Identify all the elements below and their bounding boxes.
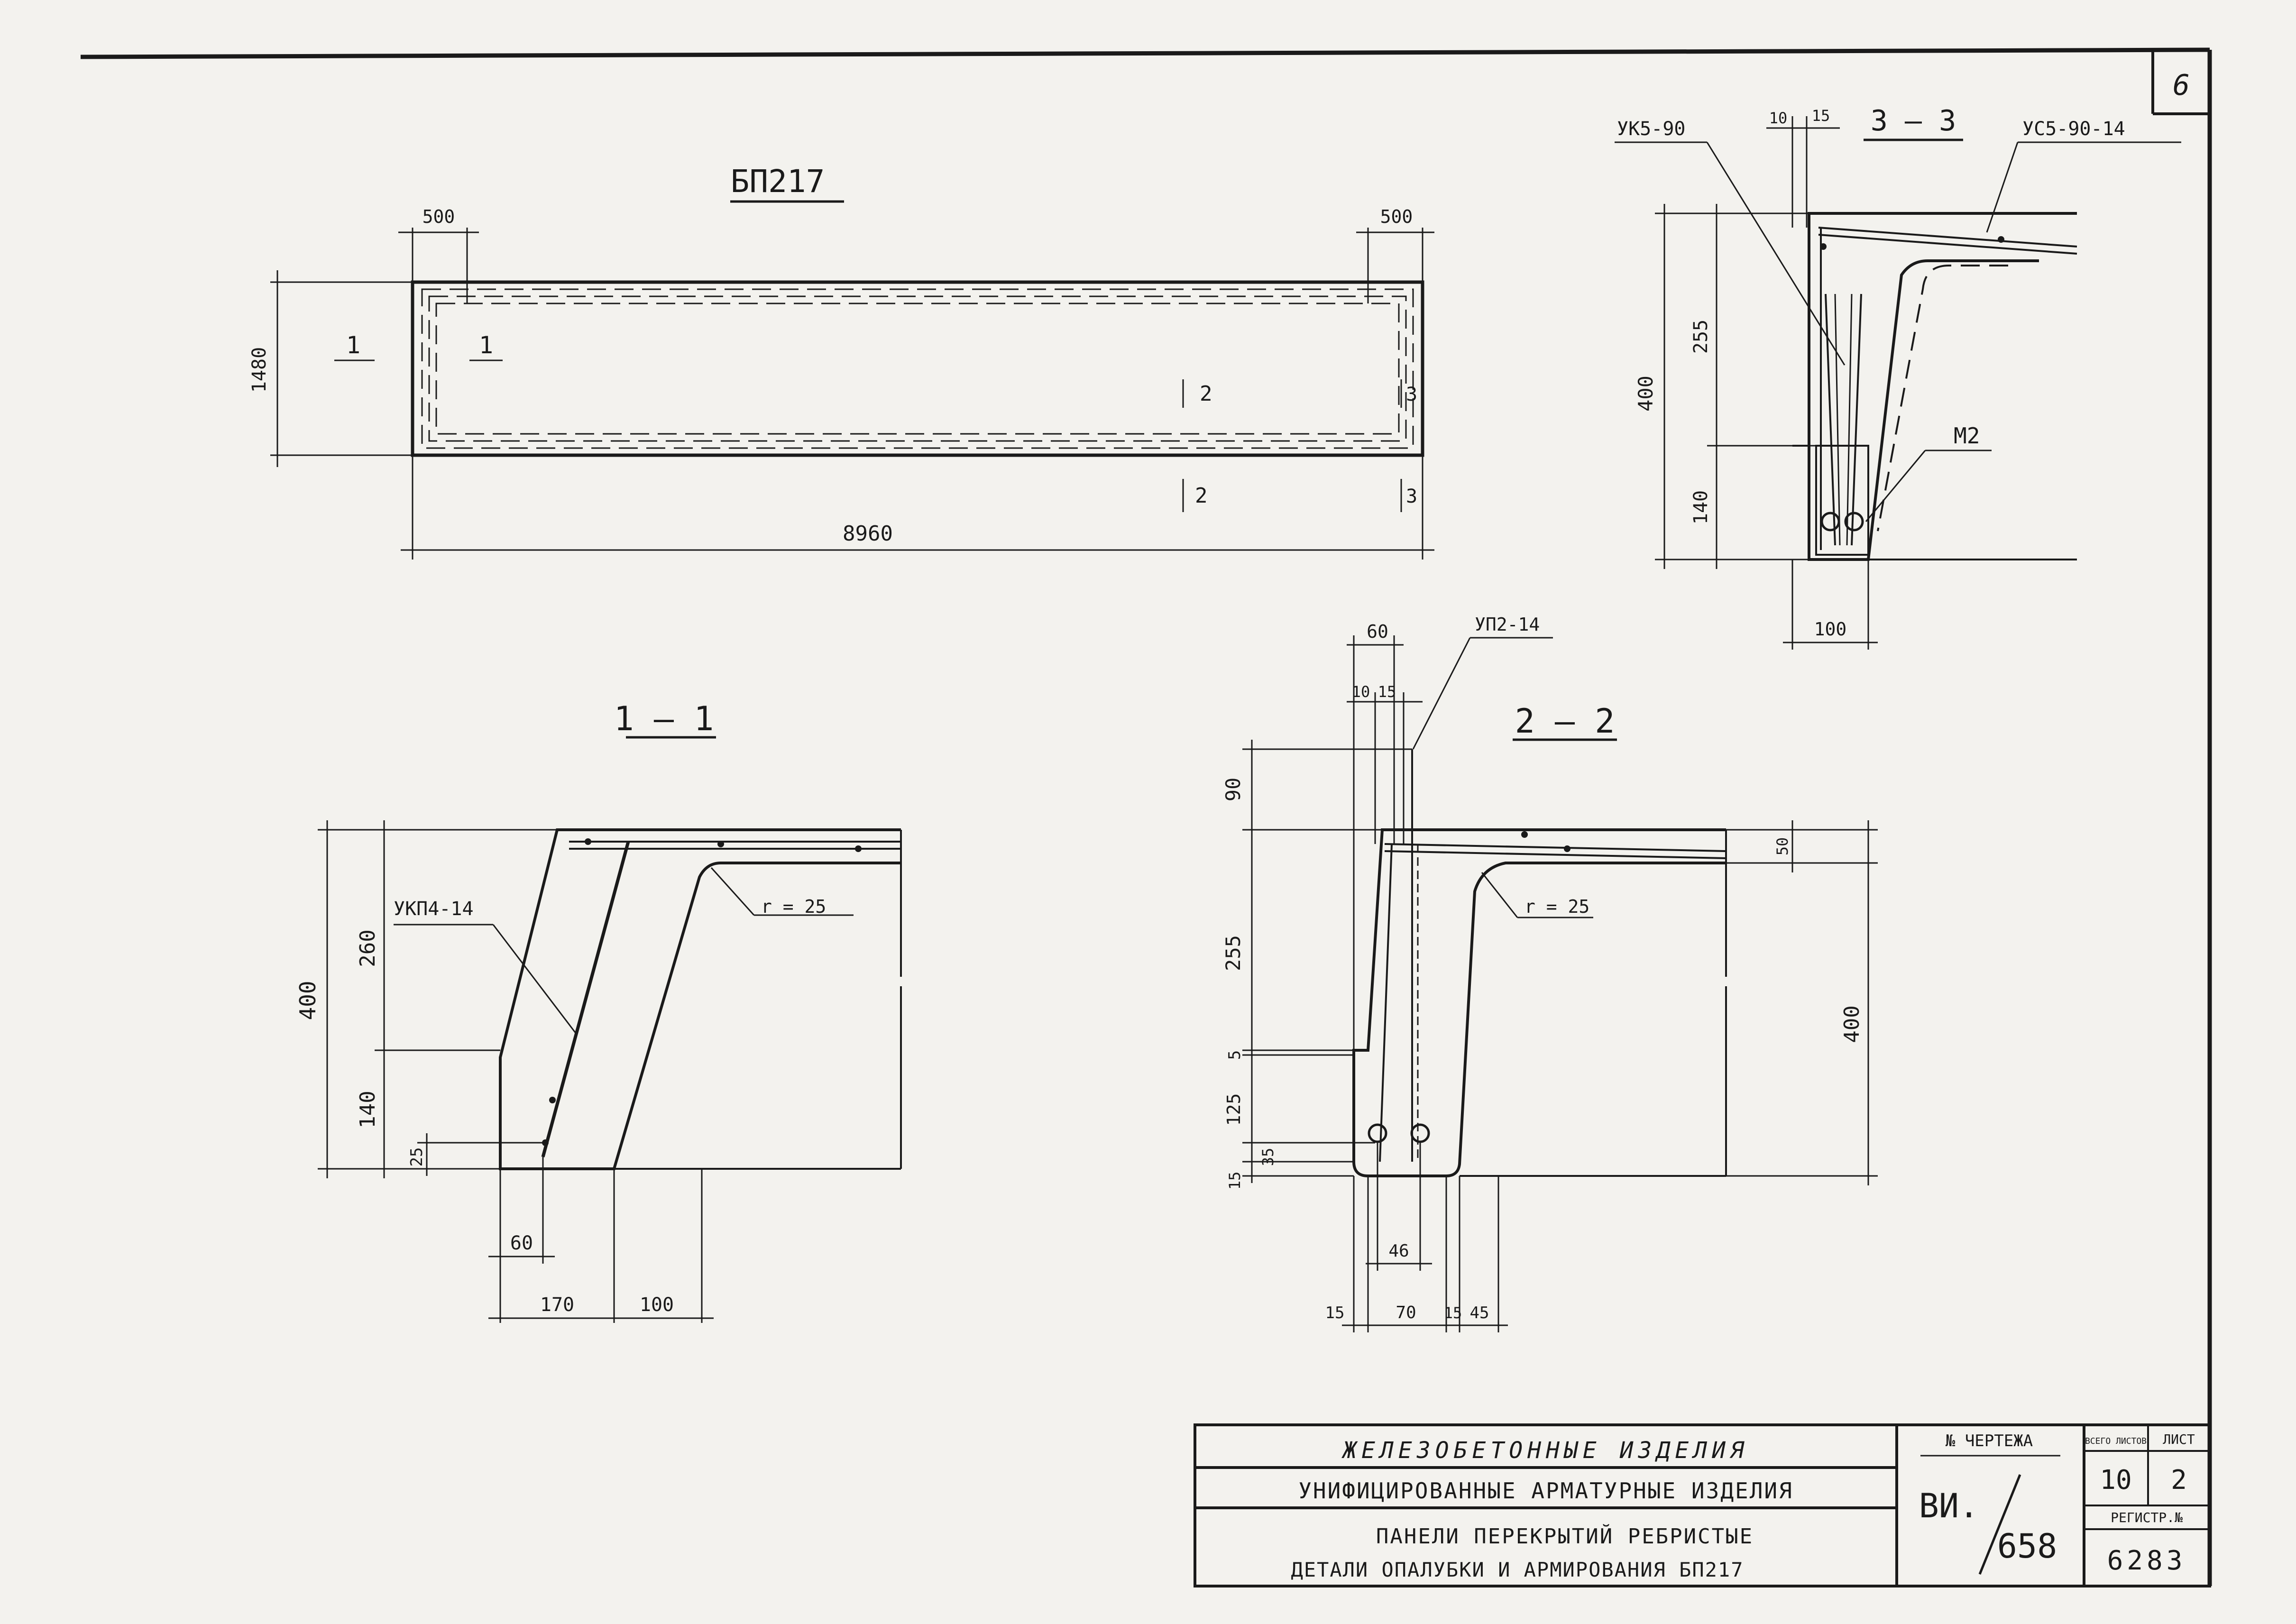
s11-dim-small: 25 bbox=[407, 1147, 426, 1167]
s11-dim-upper: 260 bbox=[356, 929, 380, 967]
s11-dim-lower: 140 bbox=[356, 1091, 380, 1128]
s22-dim-b15b: 15 bbox=[1444, 1304, 1462, 1322]
section-2-2-title: 2 – 2 bbox=[1515, 702, 1615, 741]
s22-dim-255: 255 bbox=[1221, 935, 1245, 971]
sheet-number: 6 bbox=[2173, 69, 2190, 102]
section-2-2: 2 – 2 УП2-14 r = 25 bbox=[1221, 614, 1878, 1332]
title-row4: ДЕТАЛИ ОПАЛУБКИ И АРМИРОВАНИЯ БП217 bbox=[1291, 1558, 1744, 1581]
plan-dim-length: 8960 bbox=[843, 522, 893, 546]
s22-dim-b15a: 15 bbox=[1325, 1303, 1345, 1322]
plan-mark-1-left: 1 bbox=[346, 331, 360, 359]
s22-dim-50: 50 bbox=[1773, 837, 1791, 856]
plan-dim-top-right: 500 bbox=[1380, 206, 1413, 227]
s22-dim-125: 125 bbox=[1223, 1093, 1244, 1126]
s22-dim-90: 90 bbox=[1221, 778, 1245, 802]
section-1-1-callout: УКП4-14 bbox=[394, 898, 474, 920]
sheet-frame bbox=[80, 47, 2212, 1586]
plan-title: БП217 bbox=[731, 163, 825, 200]
s22-dim-b45: 45 bbox=[1470, 1303, 1489, 1322]
plan-mark-1-right: 1 bbox=[479, 331, 493, 359]
title-row3: ПАНЕЛИ ПЕРЕКРЫТИЙ РЕБРИСТЫЕ bbox=[1376, 1523, 1754, 1549]
s22-dim-60: 60 bbox=[1367, 621, 1388, 642]
s11-dim-100: 100 bbox=[640, 1294, 674, 1316]
s22-dim-15: 15 bbox=[1378, 683, 1396, 701]
section-3-3-title: 3 – 3 bbox=[1871, 104, 1956, 138]
drawing-no-a: ВИ. bbox=[1919, 1486, 1979, 1525]
section-2-2-radius: r = 25 bbox=[1525, 896, 1589, 917]
total-sheets-value: 10 bbox=[2100, 1465, 2131, 1496]
section-1-1-title: 1 – 1 bbox=[614, 699, 714, 738]
plan-mark-3-bottom: 3 bbox=[1406, 486, 1417, 507]
reg-label: РЕГИСТР.№ bbox=[2111, 1510, 2183, 1525]
plan-dim-top-left: 500 bbox=[422, 206, 455, 227]
s22-dim-b70: 70 bbox=[1396, 1303, 1416, 1322]
s33-dim-140: 140 bbox=[1690, 490, 1712, 524]
s22-dim-400: 400 bbox=[1840, 1005, 1864, 1043]
s22-dim-5: 5 bbox=[1225, 1050, 1244, 1060]
reg-no: 6283 bbox=[2107, 1545, 2186, 1576]
s11-dim-total: 400 bbox=[295, 981, 321, 1020]
drawing-no-label: № ЧЕРТЕЖА bbox=[1946, 1431, 2033, 1450]
s11-dim-170: 170 bbox=[540, 1294, 574, 1316]
sheet-value: 2 bbox=[2171, 1465, 2187, 1496]
drawing-no-b: 658 bbox=[1997, 1527, 2057, 1566]
section-1-1: 1 – 1 УКП4-14 r = 25 bbox=[295, 699, 902, 1323]
s22-dim-15-left: 15 bbox=[1226, 1172, 1244, 1190]
section-2-2-callout: УП2-14 bbox=[1475, 614, 1540, 635]
s33-dim-15: 15 bbox=[1812, 107, 1830, 125]
plan-mark-3-top: 3 bbox=[1406, 384, 1417, 405]
section-3-3-callout-right: УС5-90-14 bbox=[2022, 118, 2125, 140]
plan-dim-height: 1480 bbox=[248, 347, 270, 393]
s22-dim-10: 10 bbox=[1352, 683, 1370, 701]
title-row1: ЖЕЛЕЗОБЕТОННЫЕ ИЗДЕЛИЯ bbox=[1341, 1437, 1749, 1464]
title-row2: УНИФИЦИРОВАННЫЕ АРМАТУРНЫЕ ИЗДЕЛИЯ bbox=[1298, 1478, 1793, 1504]
plan-view: БП217 bbox=[248, 163, 1434, 560]
s33-dim-100: 100 bbox=[1814, 619, 1847, 640]
s33-dim-400: 400 bbox=[1634, 376, 1657, 412]
s22-dim-35: 35 bbox=[1259, 1148, 1277, 1166]
s33-dim-10: 10 bbox=[1769, 109, 1788, 127]
total-sheets-label: ВСЕГО ЛИСТОВ bbox=[2085, 1436, 2147, 1446]
plan-mark-2-bottom: 2 bbox=[1195, 484, 1208, 508]
title-block: ЖЕЛЕЗОБЕТОННЫЕ ИЗДЕЛИЯ УНИФИЦИРОВАННЫЕ А… bbox=[1194, 1423, 2211, 1587]
section-3-3: 3 – 3 УК5-90 УС5-90-14 М2 bbox=[1615, 104, 2181, 650]
sheet-label: ЛИСТ bbox=[2163, 1431, 2195, 1447]
s33-dim-255: 255 bbox=[1690, 320, 1712, 354]
s22-dim-46: 46 bbox=[1388, 1241, 1409, 1261]
s11-dim-60: 60 bbox=[510, 1232, 533, 1254]
section-1-1-radius: r = 25 bbox=[761, 896, 826, 917]
section-3-3-callout-m: М2 bbox=[1954, 423, 1980, 449]
section-3-3-callout-left: УК5-90 bbox=[1617, 118, 1686, 140]
plan-mark-2-top: 2 bbox=[1200, 382, 1212, 406]
